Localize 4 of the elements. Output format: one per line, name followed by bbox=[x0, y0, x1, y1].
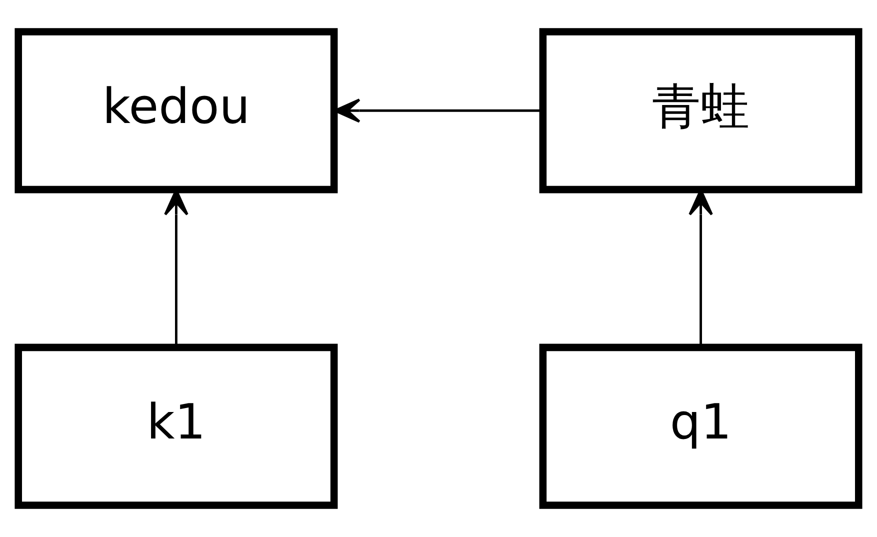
node-box: kedou bbox=[14, 28, 338, 194]
node-box: q1 bbox=[539, 344, 862, 509]
node-box: k1 bbox=[14, 344, 338, 509]
node-box: 青蛙 bbox=[539, 28, 862, 194]
